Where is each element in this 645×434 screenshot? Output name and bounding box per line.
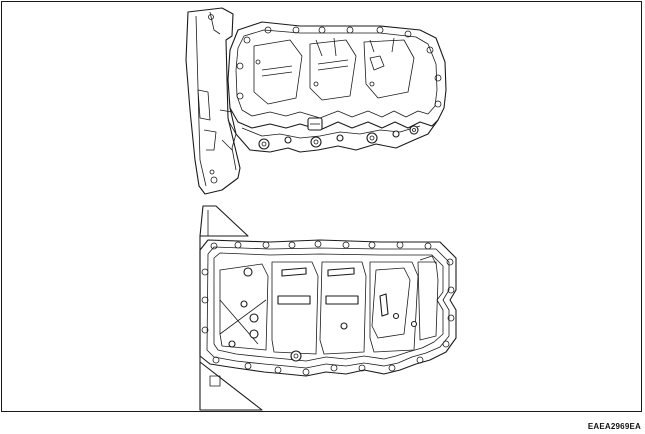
- oil-pan-angled-view: [185, 7, 447, 195]
- pan-rim-outer: [227, 21, 447, 131]
- mounting-flange: [185, 7, 241, 195]
- bottom-pan-rim: [199, 239, 457, 377]
- figure-frame: [1, 1, 642, 412]
- bolt-holes-bottom: [201, 240, 455, 376]
- pan-side-wall: [229, 107, 439, 153]
- oil-pan-bottom-view: [199, 205, 457, 411]
- figure-code: EAEA2969EA: [587, 422, 641, 431]
- bottom-mounting-flange: [199, 205, 249, 237]
- bolt-holes-top: [236, 26, 442, 108]
